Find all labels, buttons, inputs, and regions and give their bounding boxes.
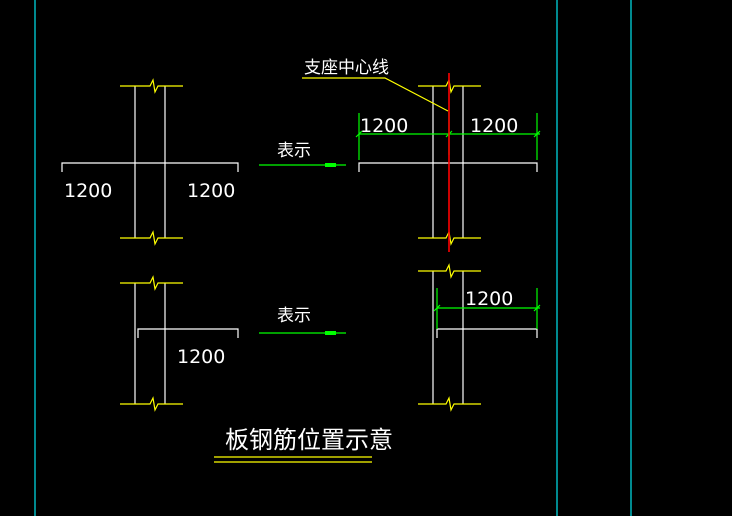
detail-top-left: 1200 1200 <box>61 78 239 246</box>
drawing-title: 板钢筋位置示意 <box>225 426 393 454</box>
dimension-text: 1200 <box>470 115 518 137</box>
arrow-label: 表示 <box>277 306 311 326</box>
arrow-label: 表示 <box>277 141 311 161</box>
equivalence-arrow-bottom: 表示 <box>259 306 346 335</box>
detail-bottom-right: 1200 <box>418 263 541 412</box>
detail-bottom-left: 1200 <box>120 275 239 412</box>
detail-top-right: 支座中心线 1200 1200 <box>302 58 541 252</box>
dimension-text: 1200 <box>64 180 112 202</box>
rebar-line <box>61 162 239 172</box>
dimension-text: 1200 <box>360 115 408 137</box>
dimension-text: 1200 <box>187 180 235 202</box>
dimension-text: 1200 <box>465 288 513 310</box>
dimension-text: 1200 <box>177 346 225 368</box>
break-line-top <box>120 78 183 94</box>
equivalence-arrow-top: 表示 <box>259 141 346 167</box>
leader-line <box>302 77 449 112</box>
support-centerline-label: 支座中心线 <box>304 58 389 78</box>
break-line-bottom <box>120 230 183 246</box>
